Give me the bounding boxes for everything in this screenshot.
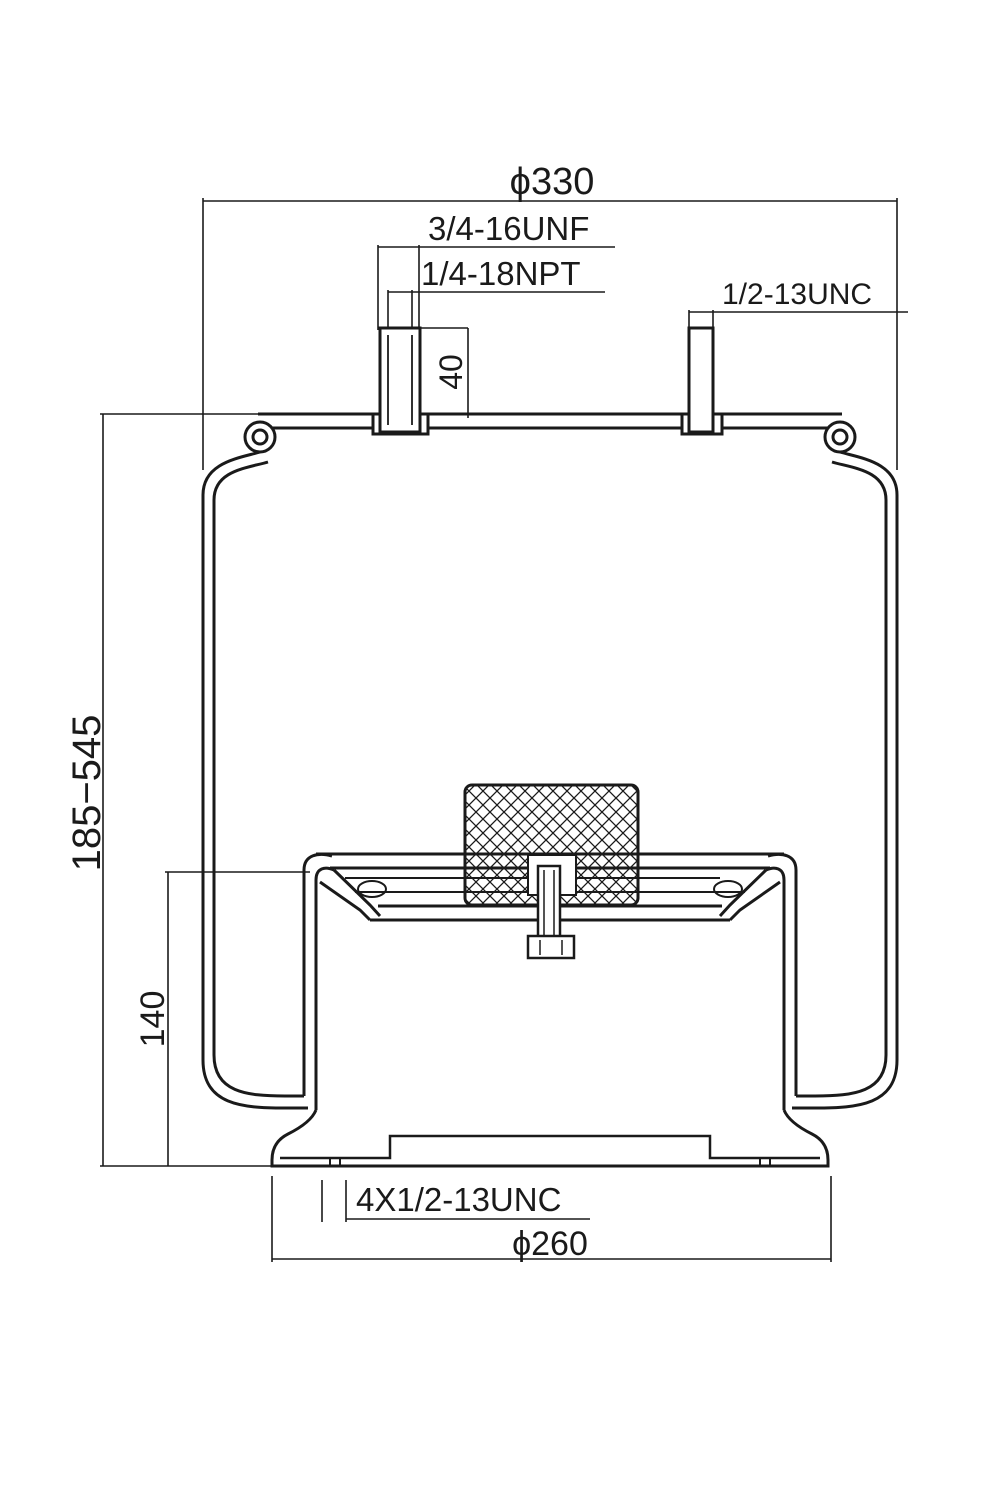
- bottom-diameter-label: ϕ260: [512, 1225, 588, 1263]
- piston: [270, 852, 830, 1168]
- bottom-threads-label: 4X1/2-13UNC: [356, 1181, 561, 1218]
- height-range-label: 185−545: [65, 715, 109, 872]
- stud-height-label: 40: [433, 354, 469, 390]
- bellows: [201, 450, 899, 1110]
- stud-thread-label: 1/2-13UNC: [722, 278, 872, 311]
- mounting-stud: [680, 326, 724, 436]
- piston-height-label: 140: [134, 991, 172, 1048]
- center-bolt: [526, 864, 576, 960]
- air-fitting: [371, 326, 430, 436]
- top-fitting-thread-label: 3/4-16UNF: [428, 210, 589, 247]
- top-diameter-label: ϕ330: [510, 161, 595, 203]
- dimension-lines: [100, 198, 908, 1262]
- top-plate: [243, 412, 857, 454]
- air-inlet-thread-label: 1/4-18NPT: [421, 255, 581, 292]
